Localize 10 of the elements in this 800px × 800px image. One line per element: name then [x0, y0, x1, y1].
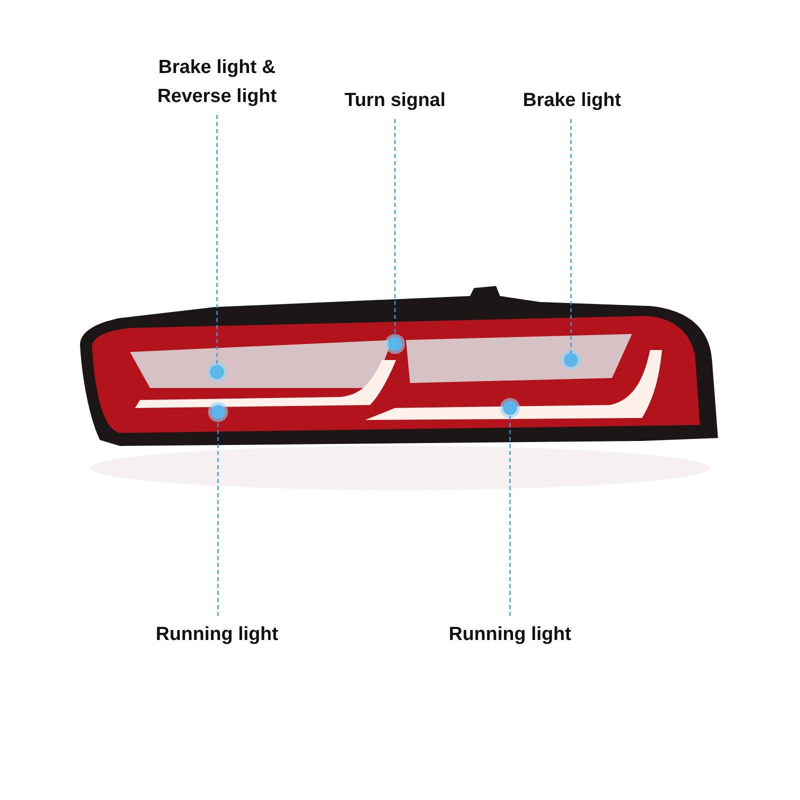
callout-label: Running light [430, 620, 590, 649]
callout-label: Brake light [502, 86, 642, 115]
callout-label: Running light [137, 620, 297, 649]
leader-line [570, 119, 572, 353]
leader-line [394, 119, 396, 337]
leader-line [509, 415, 511, 616]
leader-line [216, 115, 218, 365]
callout-label: Turn signal [325, 86, 465, 115]
callout-label: Brake light & Reverse light [137, 53, 297, 111]
leader-line [217, 419, 219, 616]
